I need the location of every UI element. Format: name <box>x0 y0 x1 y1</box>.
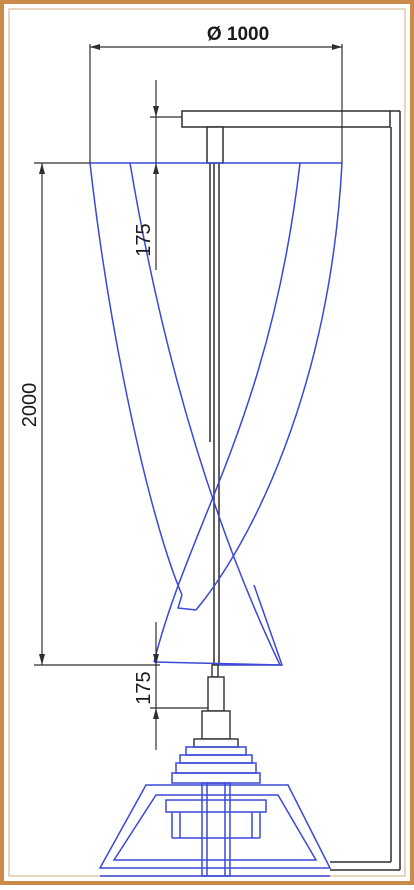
lower-hub <box>193 664 239 748</box>
bottom-offset-label: 175 <box>133 671 155 704</box>
top-offset-label: 175 <box>133 223 155 256</box>
dimension-lines <box>34 44 343 750</box>
helical-blades <box>89 162 343 666</box>
base-structure <box>98 746 332 877</box>
diameter-label: Ø 1000 <box>207 24 269 45</box>
height-label: 2000 <box>19 383 41 428</box>
mast-frame <box>181 110 401 871</box>
